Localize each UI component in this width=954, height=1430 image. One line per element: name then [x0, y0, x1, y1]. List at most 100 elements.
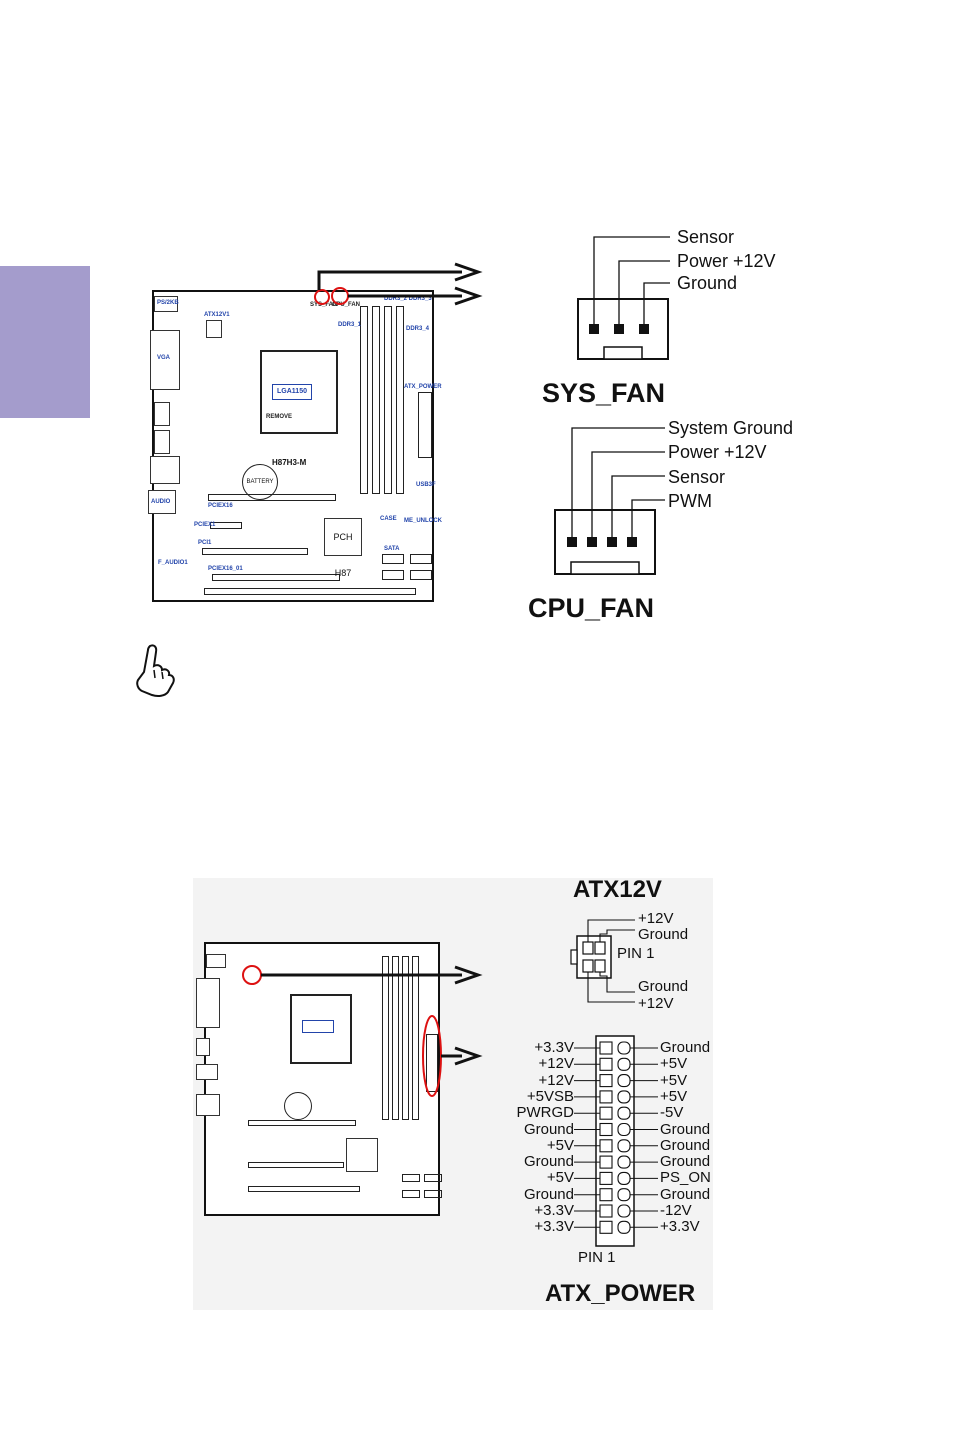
atx-power-left-label: PWRGD	[516, 1104, 575, 1122]
atx-power-pin-right	[617, 1041, 631, 1055]
atx-power-pin-left	[599, 1188, 613, 1202]
atx-power-pin-right	[617, 1090, 631, 1104]
atx-power-pin-right	[617, 1155, 631, 1169]
fan-callout-arrows	[314, 262, 483, 306]
atx12v-small-label: ATX12V1	[204, 312, 230, 318]
socket-label: LGA1150	[277, 388, 307, 395]
atx12v-pin-top-ground: Ground	[638, 926, 689, 943]
pointing-hand-icon	[136, 644, 175, 697]
atx12v-pin-bottom-12v: +12V	[638, 995, 674, 1012]
atx12v-pin-top-12v: +12V	[638, 910, 674, 927]
atx-power-right-label: Ground	[660, 1185, 711, 1203]
atx-power-pin-left	[599, 1041, 613, 1055]
atx-power-right-label: Ground	[660, 1120, 711, 1138]
case-label: CASE	[380, 516, 397, 522]
atx-power-pin-left	[599, 1204, 613, 1218]
cpu-fan-pin-power: Power +12V	[668, 442, 767, 462]
atx-power-pin-right	[617, 1139, 631, 1153]
atx-power-header-top	[418, 392, 432, 458]
battery: BATTERY	[242, 464, 278, 500]
sys-fan-pin-sensor: Sensor	[677, 227, 735, 247]
battery-label: BATTERY	[246, 479, 274, 485]
atx-power-pin-right	[617, 1106, 631, 1120]
side-tab	[0, 266, 90, 418]
atx-power-pin-left	[599, 1171, 613, 1185]
atx-power-right-label: Ground	[660, 1153, 711, 1171]
atx-power-pin-left	[599, 1057, 613, 1071]
sys-fan-pin-ground: Ground	[677, 273, 738, 293]
atx-power-pin-right	[617, 1204, 631, 1218]
atx-power-left-label: Ground	[523, 1153, 574, 1171]
cpu-fan-pin-system-ground: System Ground	[668, 418, 794, 438]
atx12v-pin1-label: PIN 1	[617, 945, 655, 962]
vga-label: VGA	[157, 355, 171, 361]
atx-power-right-label: -12V	[660, 1202, 692, 1219]
atx-power-pin-left	[599, 1155, 613, 1169]
atx-power-pin-right	[617, 1188, 631, 1202]
ddr3-1-label: DDR3_1	[338, 322, 362, 328]
pciex16-01-label: PCIEX16_01	[208, 566, 243, 572]
atx-power-left-label: +12V	[538, 1055, 574, 1073]
audio-label: AUDIO	[151, 499, 171, 505]
atx-power-left-label: +3.3V	[534, 1039, 574, 1056]
atx12v-title: ATX12V	[573, 876, 662, 903]
atx-power-pin-left	[599, 1106, 613, 1120]
ps2-label: PS/2KB	[157, 300, 179, 306]
atx-power-pin-right	[617, 1171, 631, 1185]
pciex16-label: PCIEX16	[208, 503, 233, 509]
atx-power-pin-right	[617, 1122, 631, 1137]
atx-power-left-label: Ground	[523, 1185, 574, 1203]
cpu-fan-pin-sensor: Sensor	[668, 467, 726, 487]
atx-power-connector	[574, 1035, 658, 1247]
atx-power-left-label: +12V	[538, 1071, 574, 1089]
atx-power-title: ATX_POWER	[545, 1280, 696, 1307]
atx-power-right-label: -5V	[660, 1104, 684, 1122]
atx-power-pin-right	[617, 1220, 631, 1234]
atx-power-left-label: +5VSB	[526, 1087, 574, 1105]
pciex16-slot	[208, 494, 336, 501]
motherboard-diagram-top: PS/2KB VGA AUDIO ATX12V1 LGA1150 REMOVE …	[148, 290, 442, 602]
atx-power-right-label: Ground	[660, 1136, 711, 1154]
cpu-fan-pin-pwm: PWM	[668, 491, 712, 511]
atx-power-pin1-label: PIN 1	[578, 1249, 616, 1266]
usb3f-label: USB3F	[416, 482, 436, 488]
atx-power-right-label: +5V	[660, 1071, 688, 1089]
ddr3-2-3-label: DDR3_2 DDR3_3	[384, 296, 432, 302]
pciex1-label: PCIEX1	[194, 522, 216, 528]
atx-power-right-label: Ground	[660, 1039, 711, 1056]
sys-fan-pin-power: Power +12V	[677, 251, 776, 271]
atx-power-pin-left	[599, 1122, 613, 1137]
power-callout-arrows	[242, 965, 483, 1097]
atx-power-pin-left	[599, 1090, 613, 1104]
model-label: H87H3-M	[272, 458, 307, 467]
ddr3-4-label: DDR3_4	[406, 326, 430, 332]
motherboard-diagram-bottom	[196, 942, 442, 1216]
atx-power-left-label: +3.3V	[534, 1218, 574, 1236]
atx-power-right-label: PS_ON	[660, 1169, 711, 1187]
atx-power-right-label: +5V	[660, 1087, 688, 1105]
atx-power-right-label: +5V	[660, 1055, 688, 1073]
cpu-fan-small-label: CPU_FAN	[332, 302, 361, 308]
me-unlock-label: ME_UNLOCK	[404, 518, 443, 524]
atx-power-right-label: +3.3V	[660, 1218, 700, 1236]
f-audio-label: F_AUDIO1	[158, 560, 188, 566]
sys-fan-small-label: SYS_FAN	[310, 302, 338, 308]
cpu-fan-connector	[554, 427, 665, 575]
atx-power-left-label: +5V	[546, 1136, 574, 1154]
atx-power-left-label: +5V	[546, 1169, 574, 1187]
sys-fan-connector	[577, 236, 670, 360]
atx-power-small-label: ATX_POWER	[404, 384, 442, 390]
sata-label: SATA	[384, 546, 400, 552]
cpu-fan-title: CPU_FAN	[528, 593, 655, 623]
sys-fan-title: SYS_FAN	[542, 378, 666, 408]
atx-power-pin-right	[617, 1074, 631, 1088]
atx12v-connector	[570, 919, 635, 1003]
pch-label: PCH H87	[333, 532, 353, 578]
remove-label: REMOVE	[266, 414, 293, 420]
atx-power-pin-left	[599, 1139, 613, 1153]
atx12v-pin-bottom-ground: Ground	[638, 978, 689, 995]
pch-chip: PCH H87	[324, 518, 362, 578]
atx-power-pin-left	[599, 1074, 613, 1088]
atx-power-pin-left	[599, 1220, 613, 1234]
cpu-socket	[260, 350, 338, 434]
